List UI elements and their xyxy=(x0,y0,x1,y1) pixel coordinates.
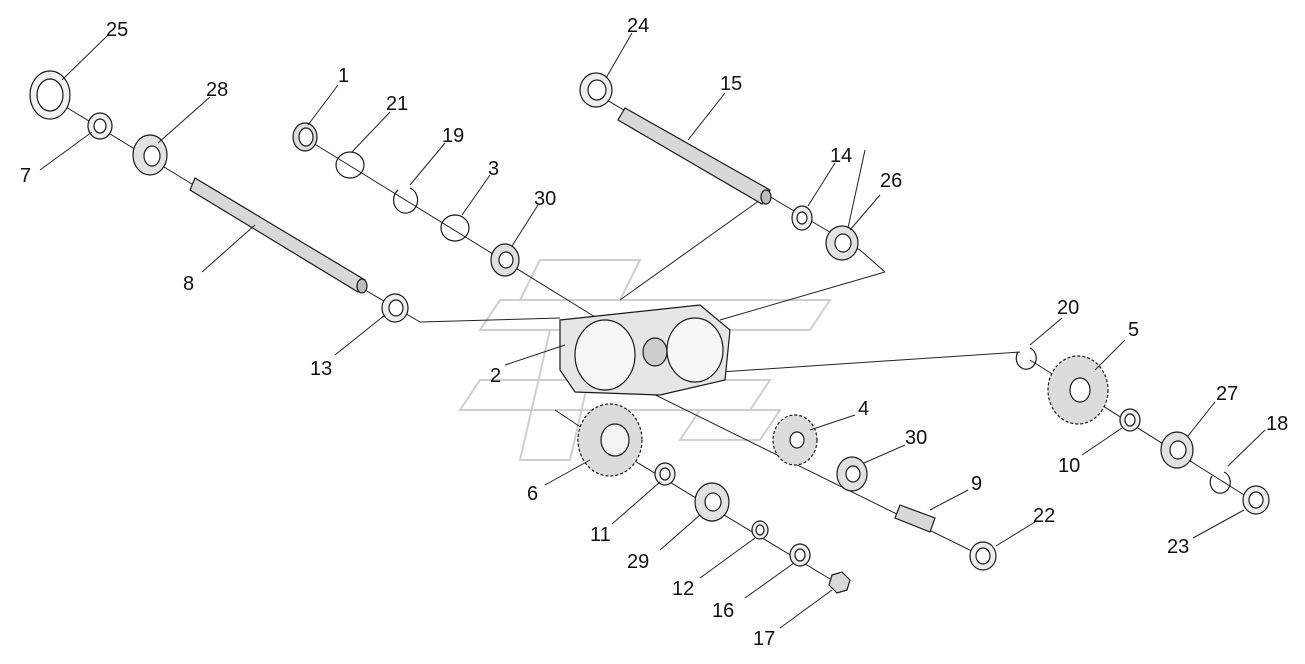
bearing-seal-25 xyxy=(29,70,71,120)
callout-13: 13 xyxy=(310,358,332,380)
o-ring-3 xyxy=(440,214,470,242)
bearing-28 xyxy=(132,134,168,176)
callout-14: 14 xyxy=(830,145,852,167)
gear-6 xyxy=(577,403,643,477)
callout-19: 19 xyxy=(442,125,464,147)
callout-7: 7 xyxy=(20,165,31,187)
callout-29: 29 xyxy=(627,551,649,573)
o-ring-21 xyxy=(335,151,365,179)
callout-16: 16 xyxy=(712,600,734,622)
gear-4 xyxy=(772,414,818,466)
callout-3: 3 xyxy=(488,158,499,180)
pin-9 xyxy=(894,504,936,533)
callout-10: 10 xyxy=(1058,455,1080,477)
callout-20: 20 xyxy=(1057,297,1079,319)
ring-14 xyxy=(791,205,813,231)
shaft-8 xyxy=(189,177,368,294)
callout-28: 28 xyxy=(206,79,228,101)
callout-21: 21 xyxy=(386,93,408,115)
gear-5 xyxy=(1047,355,1109,425)
snap-ring-18 xyxy=(1209,471,1231,494)
shaft-15 xyxy=(617,107,772,205)
bearing-29 xyxy=(694,482,730,522)
callout-6: 6 xyxy=(527,483,538,505)
callout-2: 2 xyxy=(490,365,501,387)
snap-ring-19 xyxy=(392,187,419,214)
callout-12: 12 xyxy=(672,578,694,600)
ring-10 xyxy=(1119,408,1141,432)
leader-lines xyxy=(39,32,1266,629)
callout-18: 18 xyxy=(1266,413,1288,435)
bearing-30-upper xyxy=(490,243,520,277)
bearing-26 xyxy=(825,225,859,261)
callout-24: 24 xyxy=(627,15,649,37)
bushing-1 xyxy=(292,122,318,152)
callout-labels: 25 28 7 8 1 21 19 3 30 13 24 15 14 26 2 … xyxy=(20,15,1288,650)
nut-17 xyxy=(828,571,851,594)
callout-25: 25 xyxy=(106,19,128,41)
callout-5: 5 xyxy=(1128,319,1139,341)
bearing-27 xyxy=(1160,431,1194,469)
callout-9: 9 xyxy=(971,473,982,495)
callout-15: 15 xyxy=(720,73,742,95)
callout-17: 17 xyxy=(753,628,775,650)
callout-26: 26 xyxy=(880,170,902,192)
washer-22 xyxy=(969,541,997,571)
callout-1: 1 xyxy=(338,65,349,87)
callout-8: 8 xyxy=(183,273,194,295)
ring-13 xyxy=(381,293,409,323)
callout-30-lower: 30 xyxy=(905,427,927,449)
callout-22: 22 xyxy=(1033,505,1055,527)
washer-12 xyxy=(751,520,769,540)
callout-4: 4 xyxy=(858,398,869,420)
snap-ring-20 xyxy=(1015,347,1037,370)
ring-7 xyxy=(87,112,113,140)
washer-16 xyxy=(789,543,811,567)
seal-24 xyxy=(579,72,613,108)
callout-23: 23 xyxy=(1167,536,1189,558)
callout-30-upper: 30 xyxy=(534,188,556,210)
ring-23 xyxy=(1242,485,1270,515)
bearing-30-lower xyxy=(836,456,868,492)
callout-11: 11 xyxy=(590,524,611,546)
callout-27: 27 xyxy=(1216,383,1238,405)
ring-11 xyxy=(654,462,676,486)
gearbox-housing-2 xyxy=(559,304,731,396)
